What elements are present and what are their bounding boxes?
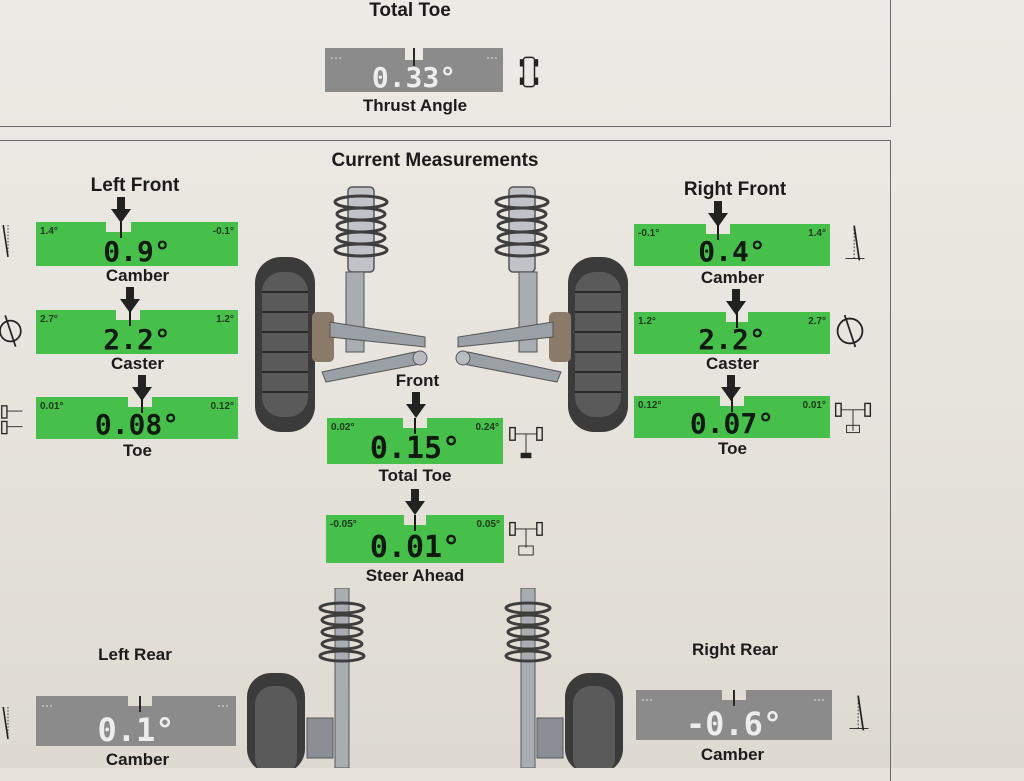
left-front-caster-value: 2.2° — [103, 323, 171, 356]
right-front-toe-gauge: 0.12° 0.01° 0.07° — [634, 396, 830, 438]
toe-pointer-arrow — [721, 375, 741, 401]
toe-max-limit: 0.01° — [802, 400, 826, 411]
camber-icon — [2, 224, 9, 258]
toe-min-limit: 0.12° — [638, 400, 662, 411]
left-rear-camber-gauge: 0.1° — [36, 696, 236, 746]
gauge-body — [634, 312, 830, 354]
toe-icon — [1, 405, 23, 435]
toe-min-limit: 0.01° — [40, 401, 64, 412]
measurements-frame — [0, 140, 891, 781]
gauge-body — [36, 397, 238, 439]
caster-max-limit: 1.2° — [216, 314, 234, 325]
camber-icon — [2, 706, 9, 740]
total-toe-heading: Total Toe — [369, 0, 451, 21]
right-front-caster-gauge: 1.2° 2.7° 2.2° — [634, 312, 830, 354]
camber-min-limit: -0.1° — [638, 228, 660, 239]
toe-icon — [834, 402, 872, 434]
gauge-body — [325, 48, 503, 92]
left-front-camber-label: Camber — [105, 266, 170, 285]
caster-icon — [836, 314, 864, 348]
left-rear-suspension-strut-icon — [247, 588, 366, 768]
top-section-frame — [0, 0, 891, 127]
total-toe-icon — [509, 426, 543, 459]
right-front-title: Right Front — [683, 179, 787, 200]
left-front-camber-value: 0.9° — [103, 235, 171, 268]
caster-icon — [0, 315, 22, 347]
camber-min-limit: 1.4° — [40, 226, 58, 237]
caster-min-limit: 1.2° — [638, 316, 656, 327]
left-front-title: Left Front — [90, 175, 180, 196]
caster-pointer-arrow — [726, 289, 746, 315]
right-rear-camber-value: -0.6° — [685, 705, 783, 743]
gauge-body — [36, 310, 238, 354]
left-rear-camber-label: Camber — [105, 750, 170, 769]
right-rear-camber-gauge: -0.6° — [636, 690, 832, 740]
front-total-toe-value: 0.15° — [369, 431, 461, 466]
gauge-body — [36, 696, 236, 746]
camber-icon — [845, 225, 865, 261]
gauge-body — [326, 515, 504, 563]
left-rear-camber-value: 0.1° — [97, 711, 175, 749]
front-title: Front — [395, 371, 440, 390]
caster-pointer-arrow — [120, 287, 140, 313]
right-front-camber-value: 0.4° — [698, 235, 766, 268]
total-toe-max-limit: 0.24° — [475, 422, 499, 433]
car-thrust-icon — [519, 56, 539, 88]
front-total-toe-label: Total Toe — [378, 466, 452, 485]
gauge-body — [634, 224, 830, 266]
total-toe-pointer-arrow — [406, 392, 426, 418]
left-front-camber-gauge: 1.4° -0.1° 0.9° — [36, 222, 238, 266]
toe-pointer-arrow — [132, 375, 152, 401]
right-front-toe-label: Toe — [718, 439, 747, 458]
thrust-angle-gauge: 0.33° — [325, 48, 503, 92]
right-front-caster-value: 2.2° — [698, 323, 766, 356]
gauge-body — [634, 396, 830, 438]
steer-ahead-gauge: -0.05° 0.05° 0.01° — [326, 515, 504, 563]
thrust-angle-value: 0.33° — [371, 61, 457, 94]
camber-icon — [849, 695, 869, 731]
caster-max-limit: 2.7° — [808, 316, 826, 327]
camber-max-limit: -0.1° — [212, 226, 234, 237]
right-front-caster-label: Caster — [706, 354, 759, 373]
caster-min-limit: 2.7° — [40, 314, 58, 325]
current-measurements-title: Current Measurements — [331, 150, 539, 171]
left-front-toe-gauge: 0.01° 0.12° 0.08° — [36, 397, 238, 439]
camber-pointer-arrow — [111, 197, 131, 223]
camber-max-limit: 1.4° — [808, 228, 826, 239]
total-toe-min-limit: 0.02° — [331, 422, 355, 433]
gauge-body — [636, 690, 832, 740]
steer-ahead-icon — [509, 521, 543, 556]
front-total-toe-gauge: 0.02° 0.24° 0.15° — [327, 418, 503, 464]
steer-ahead-pointer-arrow — [405, 489, 425, 515]
steer-ahead-label: Steer Ahead — [365, 566, 465, 585]
steer-ahead-max-limit: 0.05° — [476, 519, 500, 530]
left-rear-title: Left Rear — [98, 645, 172, 664]
right-front-camber-gauge: -0.1° 1.4° 0.4° — [634, 224, 830, 266]
right-rear-suspension-strut-icon — [504, 588, 623, 768]
left-front-caster-label: Caster — [111, 354, 164, 373]
left-front-caster-gauge: 2.7° 1.2° 2.2° — [36, 310, 238, 354]
gauge-body — [36, 222, 238, 266]
steer-ahead-value: 0.01° — [369, 530, 461, 565]
gauge-body — [327, 418, 503, 464]
right-front-suspension-strut-icon — [455, 186, 628, 432]
steer-ahead-min-limit: -0.05° — [330, 519, 357, 530]
thrust-angle-label: Thrust Angle — [362, 96, 468, 115]
left-front-toe-value: 0.08° — [94, 408, 180, 441]
right-rear-camber-label: Camber — [700, 745, 765, 764]
right-front-toe-value: 0.07° — [689, 407, 775, 440]
right-front-camber-label: Camber — [700, 268, 765, 287]
camber-pointer-arrow — [708, 201, 728, 227]
left-front-toe-label: Toe — [123, 441, 152, 460]
right-rear-title: Right Rear — [692, 640, 778, 659]
toe-max-limit: 0.12° — [210, 401, 234, 412]
left-front-suspension-strut-icon — [255, 186, 428, 432]
